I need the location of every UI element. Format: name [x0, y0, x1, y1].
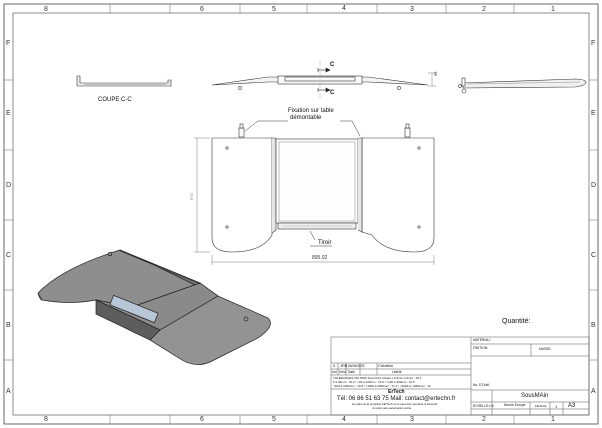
- sheet-number: 1: [555, 404, 558, 409]
- rev-0-desc: Création: [378, 363, 394, 368]
- rev-1-date: Date: [348, 369, 355, 374]
- zone-top-4: 4: [342, 5, 346, 12]
- zone-left-B: B: [6, 322, 11, 329]
- zone-left-E: E: [6, 110, 11, 117]
- notice-line-1: Ce plan est la propriété d'ErTech et ne …: [352, 402, 438, 406]
- rev-1-rev: Ind: [332, 369, 337, 374]
- tool-code: ECHELLE:1:6: [473, 404, 494, 408]
- zone-right-A: A: [591, 388, 596, 395]
- zone-left-A: A: [6, 388, 11, 395]
- designation: SousMAin: [521, 393, 549, 399]
- quantity-label: Quantité:: [502, 318, 531, 325]
- zone-bottom-8: 8: [44, 416, 48, 423]
- page-format: A3: [568, 403, 576, 409]
- cut-letter-bottom: C: [330, 90, 335, 96]
- rev-0-rev: 0: [333, 363, 336, 368]
- tolerance-line-1: TOLÉRANCES ISO 8015 Sous Part suivant (-…: [333, 376, 422, 380]
- dim-height: 670: [189, 193, 194, 200]
- rev-0-date: 06/04/2023: [348, 363, 365, 368]
- front-view: [211, 60, 436, 98]
- rev-1-author: Desi: [339, 369, 346, 374]
- callout-fixation-1: Fixation sur table: [288, 108, 334, 114]
- zone-bottom-5: 5: [272, 416, 276, 423]
- dim-small: 65: [433, 71, 438, 76]
- zone-top-5: 5: [272, 6, 276, 13]
- zone-top-8: 8: [44, 6, 48, 13]
- title-block-grid: [330, 336, 590, 416]
- zone-top-1: 1: [551, 6, 555, 13]
- section-view-cc: [76, 75, 172, 87]
- section-label: COUPE C-C: [98, 97, 132, 103]
- outer-frame: [3, 3, 599, 425]
- zone-left-F: F: [6, 40, 11, 47]
- materiau-label: MATERIAU:: [473, 338, 491, 342]
- rev-0-author: JPB: [340, 363, 348, 368]
- tolerance-line-3: >400 à 1000mm : ±0.8 / >1000 à 2000mm : …: [333, 384, 431, 388]
- inner-frame: [12, 12, 590, 416]
- zone-bottom-2: 2: [482, 416, 486, 423]
- zone-right-C: C: [591, 252, 597, 259]
- zone-top-3: 3: [410, 6, 414, 13]
- company-name: ErTech: [388, 389, 405, 395]
- zone-bottom-6: 6: [200, 416, 204, 423]
- dim-width: 895.02: [312, 255, 328, 261]
- company-contact: Tél: 06 86 51 63 75 Mail: contact@ertech…: [337, 396, 456, 402]
- zone-bottom-4: 4: [342, 416, 346, 423]
- zone-ticks: [4, 4, 598, 424]
- zone-left-C: C: [6, 252, 12, 259]
- callout-fixation-2: démontable: [290, 115, 322, 121]
- drawing-no-label: No. D'Outil:: [473, 383, 490, 387]
- callout-tiroir: Tiroir: [318, 240, 332, 246]
- side-view: [458, 77, 587, 94]
- zone-right-D: D: [591, 182, 597, 189]
- zone-right-F: F: [591, 40, 596, 47]
- zone-top-2: 2: [482, 6, 486, 13]
- zone-top-6: 6: [200, 6, 204, 13]
- zone-bottom-1: 1: [551, 416, 555, 423]
- top-view: [194, 120, 435, 265]
- zone-right-B: B: [591, 322, 596, 329]
- cut-letter-top: C: [330, 62, 335, 68]
- zone-right-E: E: [591, 110, 596, 117]
- masse-label: MASSE:: [539, 347, 552, 351]
- format-label: Norme Europe: [504, 403, 526, 407]
- isometric-view: [37, 249, 271, 365]
- zone-bottom-3: 3: [410, 416, 414, 423]
- tolerance-line-2: 6 à 30mm : ±0.2 / >30 à 120mm : ±0.3 / >…: [333, 380, 415, 384]
- finition-label: FINITION:: [473, 346, 489, 350]
- rev-1-desc: Libellé: [392, 369, 402, 374]
- notice-line-2: ni copié sans autorisation écrite: [372, 406, 412, 410]
- sheet-label: FEUILLE: [535, 404, 547, 408]
- zone-left-D: D: [6, 182, 12, 189]
